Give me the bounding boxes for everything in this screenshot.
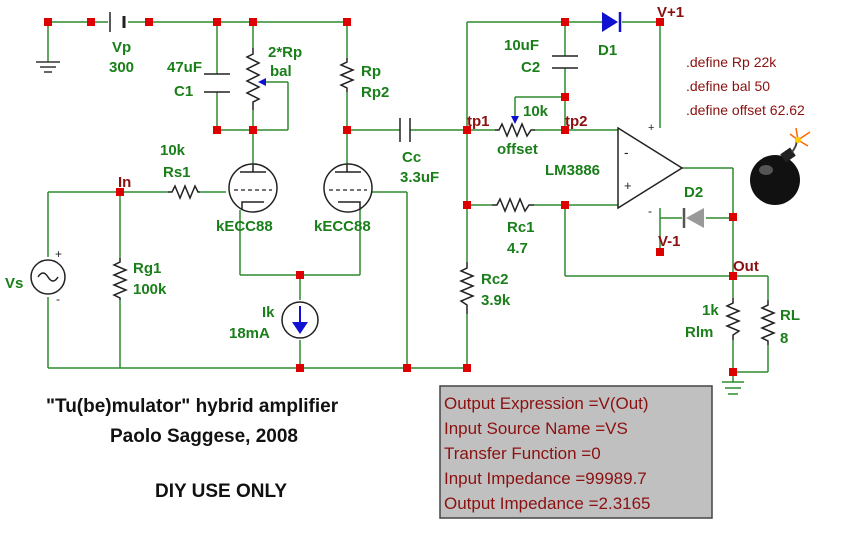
result-line: Output Expression =V(Out) <box>444 394 649 413</box>
label-ik-value: 18mA <box>229 325 270 342</box>
label-c2-value: 10uF <box>504 37 539 54</box>
label-c2-name: C2 <box>521 59 540 76</box>
label-d2-name: D2 <box>684 184 703 201</box>
label-d1-name: D1 <box>598 42 617 59</box>
schematic-title: "Tu(be)mulator" hybrid amplifier <box>46 396 339 417</box>
svg-text:+: + <box>55 247 62 261</box>
result-line: Input Impedance =99989.7 <box>444 469 647 488</box>
label-vp-name: Vp <box>112 39 131 56</box>
rl-resistor[interactable] <box>760 300 776 345</box>
label-rp-name: Rp <box>361 63 381 80</box>
label-bal-name: bal <box>270 63 292 80</box>
label-out: Out <box>733 258 759 275</box>
label-rp2-name: Rp2 <box>361 84 389 101</box>
label-offset-value: 10k <box>523 103 549 120</box>
label-rc1-value: 4.7 <box>507 240 528 257</box>
rs1-resistor[interactable] <box>168 184 200 200</box>
svg-text:-: - <box>56 292 60 306</box>
label-cc-value: 3.3uF <box>400 169 439 186</box>
label-offset-name: offset <box>497 141 538 158</box>
svg-text:-: - <box>648 204 652 218</box>
wires <box>47 21 769 382</box>
label-rg1-name: Rg1 <box>133 260 161 277</box>
label-ik-name: Ik <box>262 304 275 321</box>
ground-symbol-left <box>36 61 60 73</box>
analysis-results-box: Output Expression =V(Out) Input Source N… <box>439 385 713 519</box>
c2-capacitor[interactable] <box>552 55 578 69</box>
label-tube2: kECC88 <box>314 218 371 235</box>
label-tp1: tp1 <box>467 113 490 130</box>
lm3886-opamp[interactable]: - + + - <box>617 122 684 218</box>
vp-battery[interactable] <box>109 12 126 32</box>
schematic-author: Paolo Saggese, 2008 <box>110 426 298 447</box>
diy-note: DIY USE ONLY <box>155 481 287 502</box>
result-line: Input Source Name =VS <box>444 419 628 438</box>
vs-source[interactable]: + - <box>30 247 66 306</box>
offset-potentiometer[interactable] <box>495 116 535 138</box>
svg-text:+: + <box>648 122 654 134</box>
label-vp-value: 300 <box>109 59 134 76</box>
label-in: In <box>118 174 131 191</box>
label-tube1: kECC88 <box>216 218 273 235</box>
d1-diode[interactable] <box>602 12 622 32</box>
label-tp2: tp2 <box>565 113 588 130</box>
svg-text:-: - <box>624 144 629 160</box>
define-line: .define bal 50 <box>686 78 770 94</box>
label-vplus: V+1 <box>657 4 684 21</box>
label-rl-value: 8 <box>780 330 788 347</box>
result-line: Output Impedance =2.3165 <box>444 494 651 513</box>
rg1-resistor[interactable] <box>112 258 128 300</box>
label-opamp-name: LM3886 <box>545 162 600 179</box>
label-rg1-value: 100k <box>133 281 167 298</box>
rlm-resistor[interactable] <box>725 298 741 340</box>
label-c1-name: C1 <box>174 83 193 100</box>
rc1-resistor[interactable] <box>492 197 534 213</box>
define-line: .define Rp 22k <box>686 54 777 70</box>
node-dots <box>44 18 737 376</box>
c1-capacitor[interactable] <box>204 73 230 93</box>
label-cc-name: Cc <box>402 149 421 166</box>
rc2-resistor[interactable] <box>459 262 475 314</box>
rp-resistor[interactable] <box>339 58 355 92</box>
label-rs1-name: Rs1 <box>163 164 191 181</box>
d2-diode[interactable] <box>682 208 704 228</box>
label-rlm-name: Rlm <box>685 324 713 341</box>
label-rc2-name: Rc2 <box>481 271 509 288</box>
label-c1-value: 47uF <box>167 59 202 76</box>
result-line: Transfer Function =0 <box>444 444 601 463</box>
bomb-icon <box>750 127 811 205</box>
tube-2[interactable] <box>323 163 373 213</box>
bal-potentiometer[interactable] <box>245 48 266 110</box>
tube-1[interactable] <box>228 163 278 213</box>
label-rs1-value: 10k <box>160 142 186 159</box>
svg-text:+: + <box>624 178 632 193</box>
ik-current-source[interactable] <box>281 301 319 339</box>
label-rc1-name: Rc1 <box>507 219 535 236</box>
label-vs-name: Vs <box>5 275 23 292</box>
cc-capacitor[interactable] <box>399 118 411 142</box>
label-rc2-value: 3.9k <box>481 292 511 309</box>
label-rlm-value: 1k <box>702 302 719 319</box>
label-bal-value: 2*Rp <box>268 44 302 61</box>
label-vminus: V-1 <box>658 233 681 250</box>
ground-symbol-right <box>722 381 744 395</box>
define-line: .define offset 62.62 <box>686 102 805 118</box>
label-rl-name: RL <box>780 307 800 324</box>
